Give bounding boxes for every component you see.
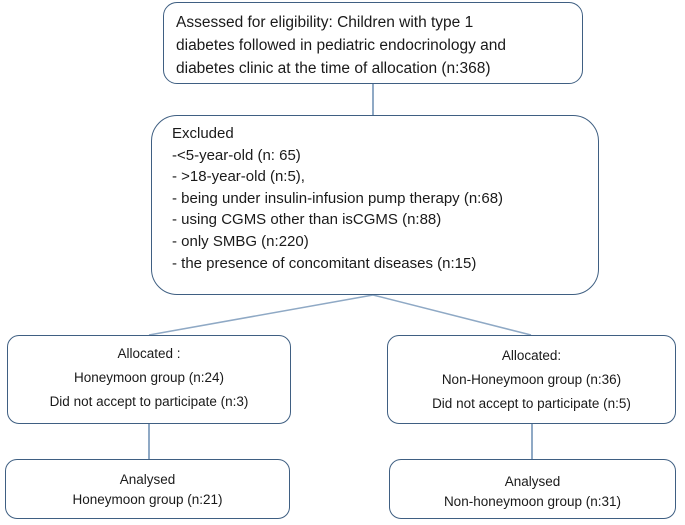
excluded-box: Excluded -<5-year-old (n: 65) - >18-year… [151, 115, 599, 295]
allocated-title: Allocated : [117, 346, 181, 361]
excluded-item: -<5-year-old (n: 65) [172, 146, 301, 164]
excluded-item: - the presence of concomitant diseases (… [172, 254, 477, 272]
assessment-line-2: diabetes followed in pediatric endocrino… [176, 37, 507, 54]
excluded-item: - only SMBG (n:220) [172, 232, 309, 250]
connector-right-allocated-to-analysed [531, 424, 533, 459]
excluded-item: - using CGMS other than isCGMS (n:88) [172, 211, 442, 229]
analysed-group: Honeymoon group (n:21) [72, 492, 223, 507]
allocated-honeymoon-box: Allocated : Honeymoon group (n:24) Did n… [7, 335, 291, 424]
excluded-item: - >18-year-old (n:5), [172, 168, 305, 186]
branch-line-right [372, 294, 532, 336]
assessment-line-1: Assessed for eligibility: Children with … [176, 14, 474, 31]
allocated-declined: Did not accept to participate (n:5) [432, 396, 631, 411]
allocated-title: Allocated: [501, 348, 562, 363]
assessment-line-3: diabetes clinic at the time of allocatio… [176, 60, 491, 77]
analysed-group: Non-honeymoon group (n:31) [443, 494, 622, 509]
allocated-declined: Did not accept to participate (n:3) [49, 394, 249, 409]
allocated-non-honeymoon-box: Allocated: Non-Honeymoon group (n:36) Di… [387, 335, 676, 424]
analysed-title: Analysed [119, 472, 176, 487]
connector-assess-to-excluded [372, 84, 374, 115]
analysed-non-honeymoon-box: Analysed Non-honeymoon group (n:31) [389, 459, 676, 519]
allocated-group: Honeymoon group (n:24) [73, 370, 225, 385]
connector-left-allocated-to-analysed [148, 424, 150, 459]
excluded-title: Excluded [172, 125, 234, 142]
allocated-group: Non-Honeymoon group (n:36) [441, 372, 622, 387]
excluded-item: - being under insulin-infusion pump ther… [172, 189, 504, 207]
analysed-honeymoon-box: Analysed Honeymoon group (n:21) [5, 459, 290, 519]
analysed-title: Analysed [504, 474, 561, 489]
eligibility-assessment-box: Assessed for eligibility: Children with … [163, 2, 583, 84]
branch-line-left [148, 294, 374, 336]
